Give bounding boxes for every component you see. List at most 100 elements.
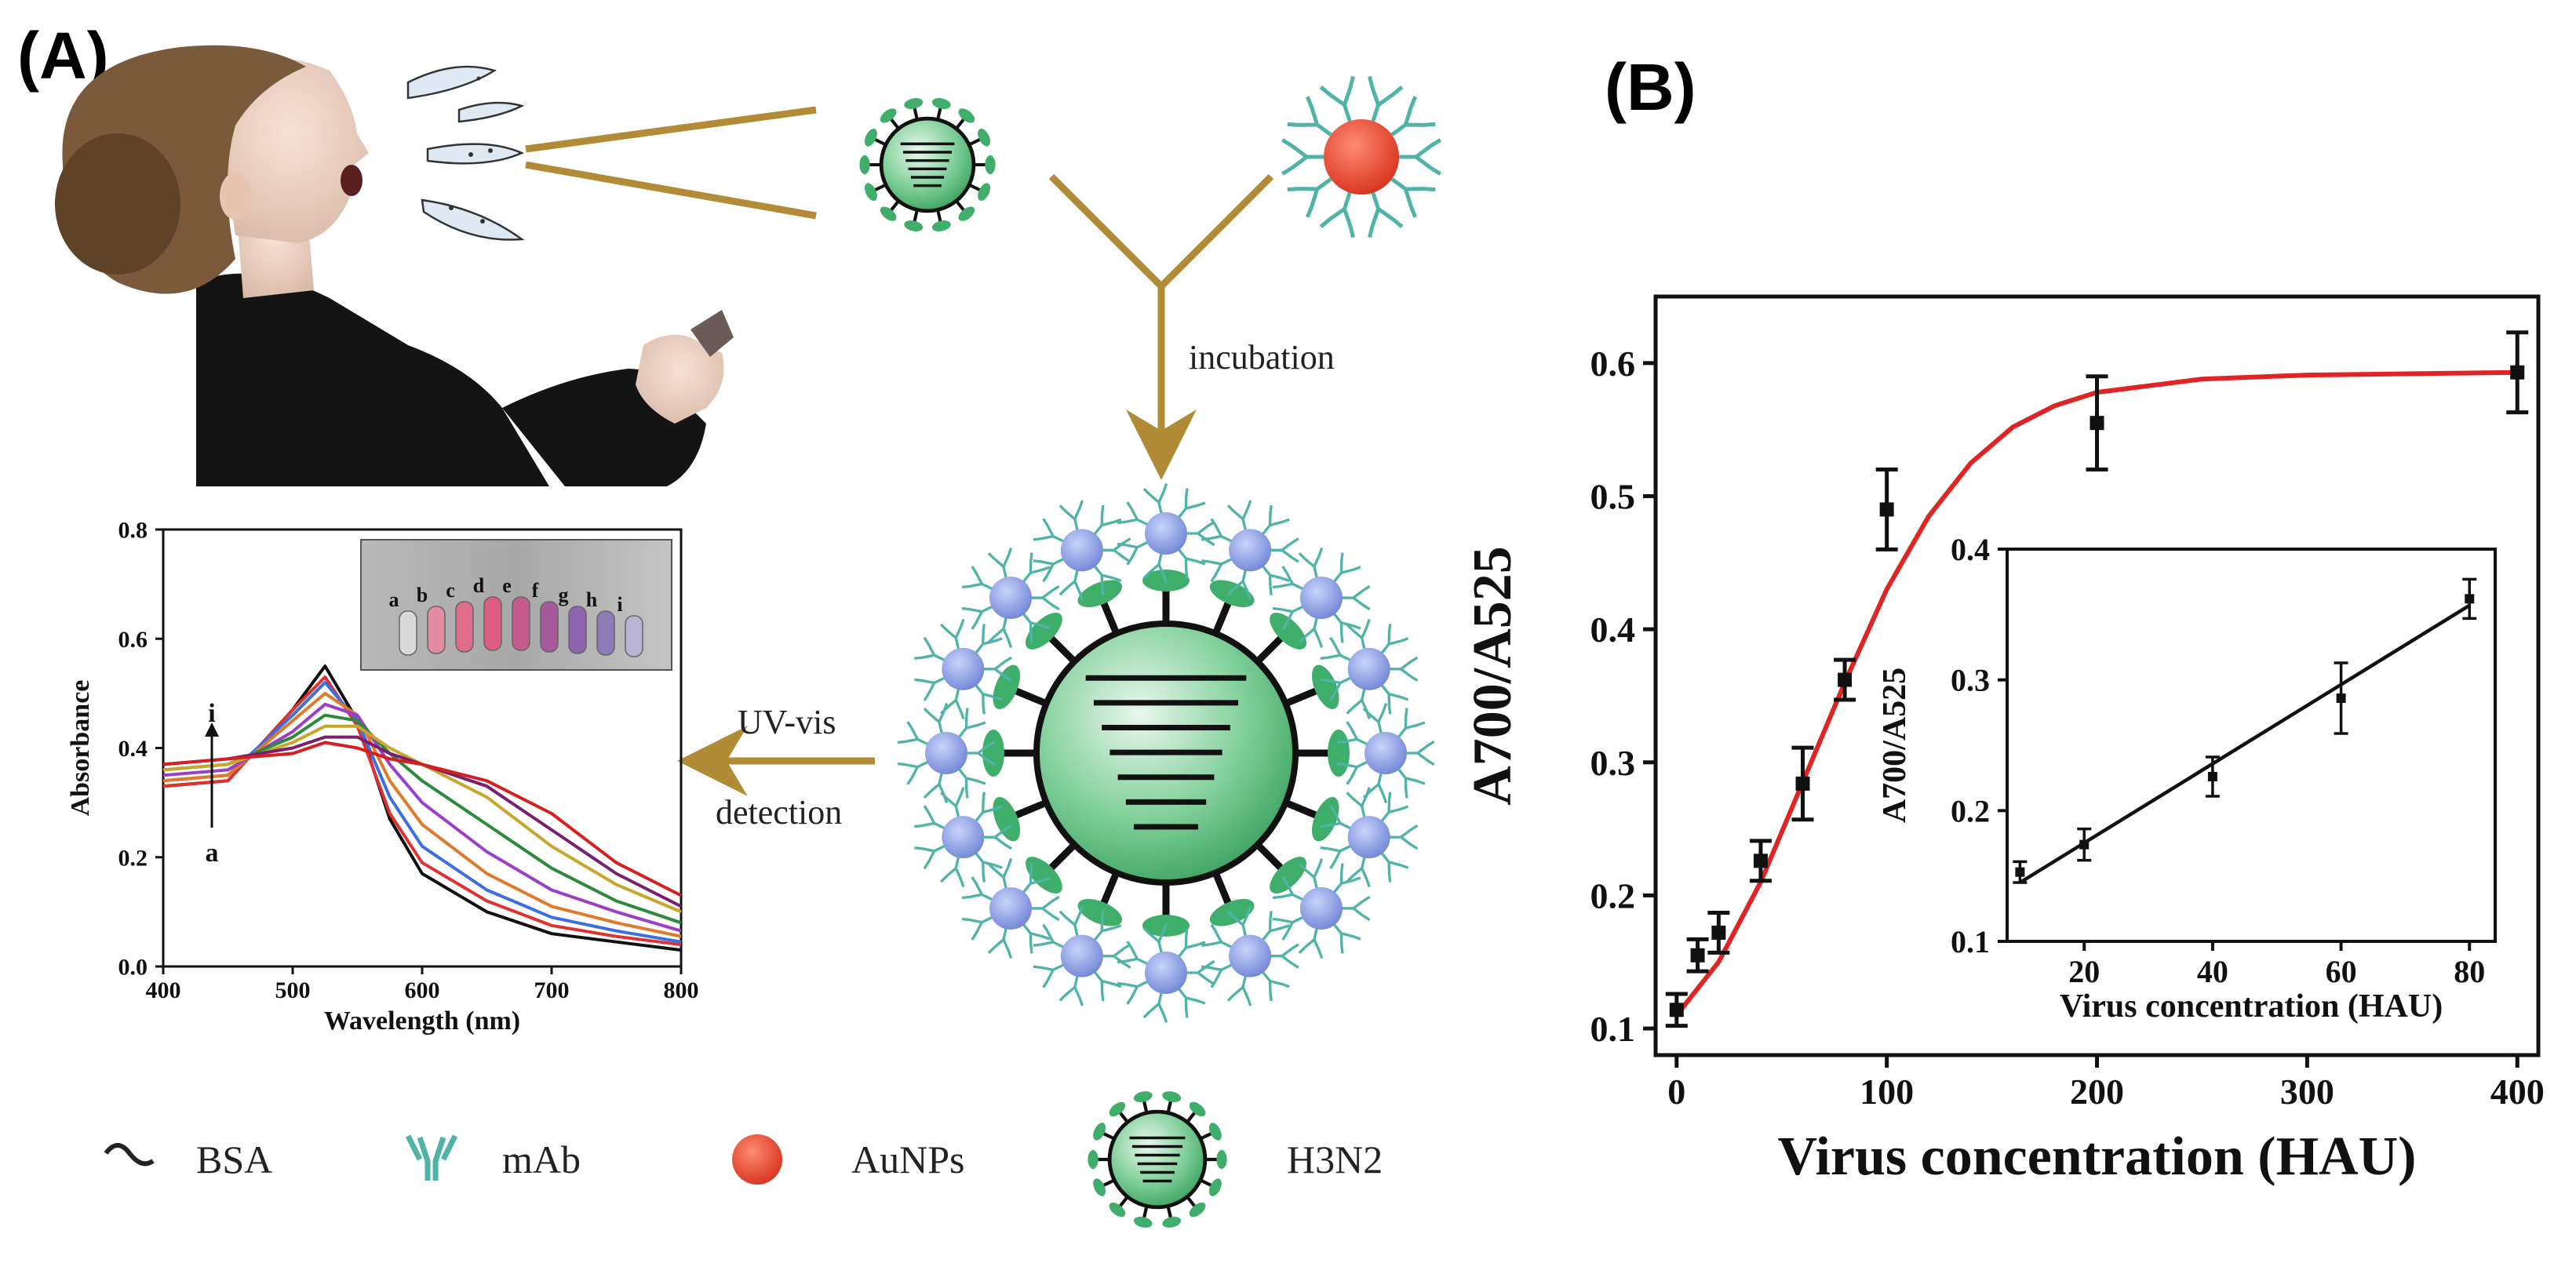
conjugate-hemagglutinin <box>1077 898 1123 926</box>
data-point <box>2090 416 2104 431</box>
antibody-arms <box>1298 548 1324 579</box>
conjugate-nanoparticle <box>1145 512 1187 555</box>
x-tick-label: 200 <box>2070 1072 2124 1112</box>
antibody-arms <box>1397 708 1426 738</box>
data-point <box>2336 693 2346 703</box>
y-tick-label: 0.6 <box>1590 344 1636 384</box>
antibody <box>1368 75 1404 122</box>
virus-hemagglutinin <box>864 183 877 201</box>
data-point <box>1879 502 1894 517</box>
antibody-arms <box>1201 963 1233 988</box>
y-tick-label: 0.2 <box>1951 793 1990 828</box>
virus-hemagglutinin <box>1088 1149 1099 1170</box>
legend-bsa-label: BSA <box>196 1137 272 1181</box>
antibody-arms <box>1186 520 1215 547</box>
antibody <box>1117 980 1149 1005</box>
conjugate-nanoparticle <box>1365 732 1407 774</box>
tube-label: c <box>446 579 455 602</box>
antibody <box>1320 676 1351 701</box>
virus-hemagglutinin <box>1093 1123 1106 1141</box>
antibody <box>975 792 1003 822</box>
antibody <box>1177 488 1206 519</box>
incubation-label: incubation <box>1189 338 1335 377</box>
antibody <box>1287 96 1332 136</box>
antibody-arms <box>897 721 929 746</box>
antibody <box>914 676 946 701</box>
antibody-arms <box>1298 858 1324 890</box>
x-tick-label: 100 <box>1860 1072 1914 1112</box>
antibody-arms <box>1033 518 1065 543</box>
spectrum-series-7 <box>162 735 682 908</box>
antibody <box>1287 177 1332 218</box>
antibody-arms <box>1093 565 1122 595</box>
antibody <box>940 787 965 818</box>
antibody <box>940 688 965 719</box>
antibody-arms <box>1031 584 1060 611</box>
antibody-arms <box>1270 537 1299 563</box>
antibody-arms <box>1336 760 1368 785</box>
antibody-arms <box>1033 923 1065 948</box>
virus-hemagglutinin <box>1162 1091 1182 1103</box>
antibody-arms <box>1368 191 1404 238</box>
antibody <box>923 772 949 803</box>
conjugate-nanoparticle <box>989 886 1033 930</box>
virus-hemagglutinin <box>880 206 897 221</box>
tube-label: b <box>417 584 428 606</box>
antibody <box>1389 824 1419 850</box>
antibody-arms <box>961 876 993 901</box>
antibody <box>1319 191 1355 238</box>
antibody <box>1022 863 1051 894</box>
virus-aunp-conjugate <box>897 483 1435 1023</box>
antibody <box>1102 537 1131 563</box>
antibody-arms <box>1142 923 1168 954</box>
antibody-arms <box>1058 500 1084 531</box>
x-tick-label: 400 <box>146 977 181 1003</box>
virus-hemagglutinin <box>978 129 991 147</box>
conjugate-nanoparticle <box>925 732 967 774</box>
conjugate-nanoparticle <box>1299 577 1343 620</box>
antibody <box>1117 501 1149 526</box>
antibody-arms <box>1177 927 1206 958</box>
antibody-arms <box>1397 768 1426 799</box>
antibody <box>1341 895 1371 922</box>
x-tick-label: 60 <box>2326 954 2357 989</box>
virus-hemagglutinin <box>859 155 870 175</box>
virus-hemagglutinin <box>958 108 975 123</box>
antibody-arms <box>957 768 986 799</box>
conjugate-hemagglutinin <box>1026 857 1062 894</box>
virus-hemagglutinin <box>1208 1123 1222 1141</box>
antibody <box>1298 927 1324 959</box>
antibody-arms <box>1332 552 1361 583</box>
antibody <box>1226 570 1252 601</box>
antibody-arms <box>914 844 946 870</box>
antibody-arms <box>1022 613 1051 643</box>
y-tick-label: 0.2 <box>118 845 148 871</box>
antibody-arms <box>1226 975 1252 1006</box>
antibody-arms <box>940 688 965 719</box>
virus-hemagglutinin <box>1189 1101 1206 1117</box>
antibody <box>1031 895 1060 922</box>
antibody <box>1058 975 1084 1006</box>
antibody-arms <box>957 708 986 738</box>
antibody <box>897 721 929 746</box>
antibody-arms <box>1058 905 1084 937</box>
antibody <box>975 684 1003 715</box>
x-tick-label: 80 <box>2454 954 2485 989</box>
antibody-arms <box>987 858 1013 890</box>
uvvis-label: UV-vis <box>738 703 836 741</box>
gold-nanoparticle-icon <box>1281 75 1442 238</box>
antibody-arms <box>1281 138 1324 176</box>
antibody-arms <box>1298 927 1324 959</box>
antibody <box>1201 518 1233 543</box>
y-tick-label: 0.3 <box>1951 663 1990 698</box>
tube <box>399 610 417 656</box>
antibody <box>967 740 996 766</box>
antibody-arms <box>1346 857 1371 888</box>
antibody <box>1177 927 1206 958</box>
antibody <box>961 876 993 901</box>
virus-hemagglutinin <box>1216 1149 1227 1170</box>
antibody-arms <box>1346 688 1371 719</box>
antibody-arms <box>1142 992 1168 1023</box>
antibody-arms <box>1406 740 1435 766</box>
